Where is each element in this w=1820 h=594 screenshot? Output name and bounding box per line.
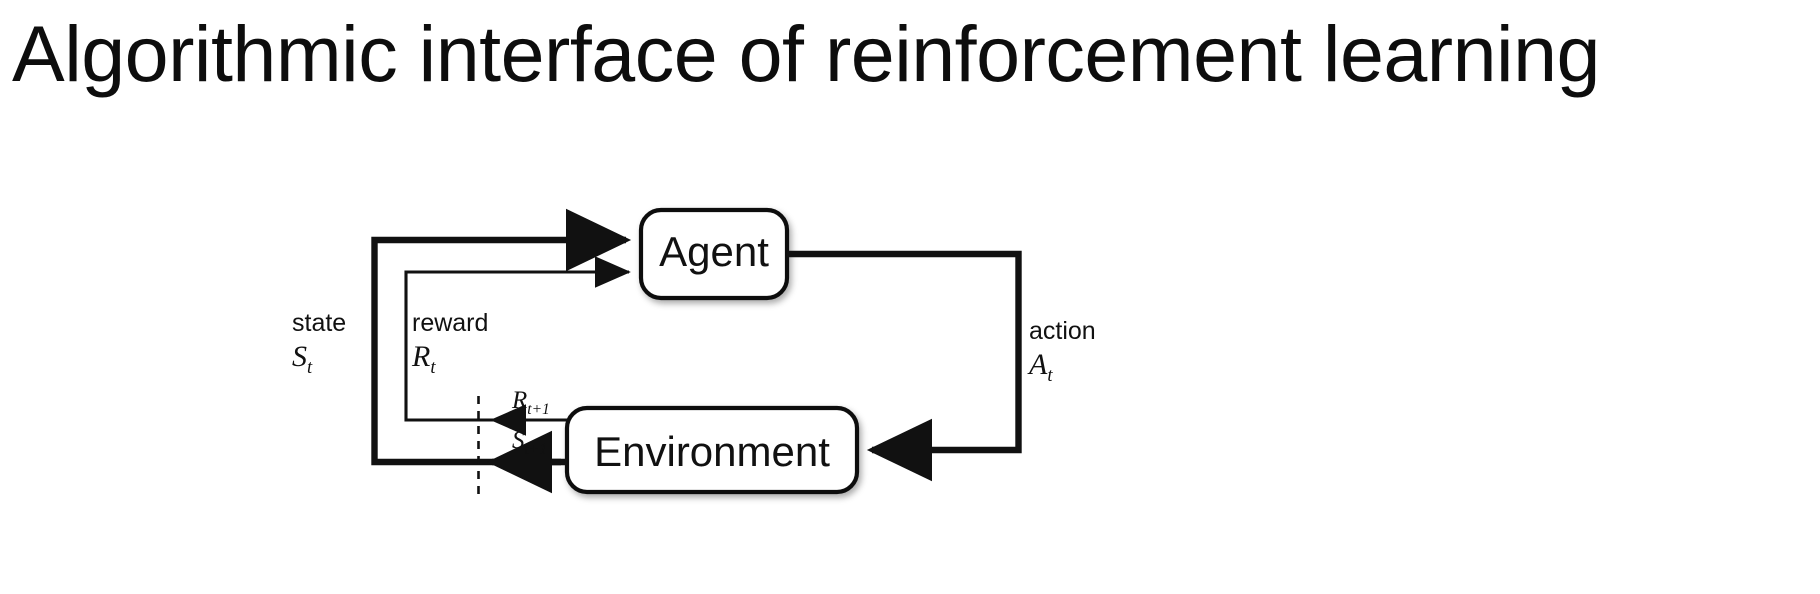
state-next-symbol: St+1 [512,427,548,458]
action-edge-label: action At [1029,316,1096,395]
state-label-word: state [292,309,347,337]
reward-label-symbol: Rt [412,340,436,378]
action-label-symbol: At [1029,348,1053,386]
environment-node-label: Environment [594,428,830,475]
reward-label-word: reward [412,309,489,337]
page-title: Algorithmic interface of reinforcement l… [12,9,1600,98]
action-label-word: action [1029,317,1096,345]
reward-next-symbol: Rt+1 [512,387,550,418]
environment-box [564,405,860,495]
agent-node-label: Agent [659,228,769,275]
action-forward-path [787,250,1022,482]
reward-edge-label: reward Rt [412,308,488,387]
state-feedback-path [371,208,632,466]
state-edge-label: state St [292,308,346,387]
state-label-symbol: St [292,340,313,378]
reward-feedback-path [404,256,631,422]
diagram-vector-layer [371,207,1022,495]
environment-node [564,405,860,495]
rl-interaction-diagram: Agent Environment state St reward Rt act… [0,130,1820,594]
